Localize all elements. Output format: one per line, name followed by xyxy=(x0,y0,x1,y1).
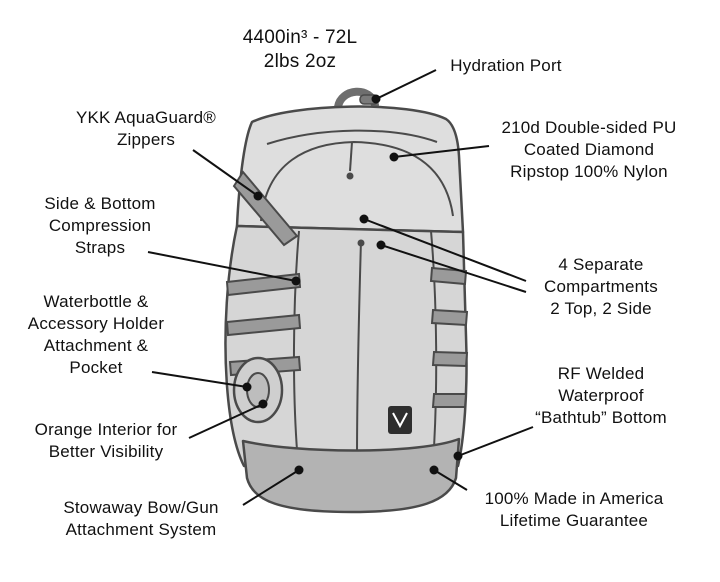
callout-compression-straps xyxy=(147,251,301,286)
label-orange-interior: Orange Interior for Better Visibility xyxy=(34,420,178,461)
label-compartments: 4 Separate Compartments 2 Top, 2 Side xyxy=(544,255,658,318)
strap-right-4 xyxy=(431,393,468,408)
strap-right-3 xyxy=(431,350,469,368)
center-zipper xyxy=(356,239,362,461)
logo-mark xyxy=(392,412,408,429)
label-bathtub-bottom: RF Welded Waterproof “Bathtub” Bottom xyxy=(535,364,667,427)
callout-bathtub-bottom xyxy=(453,426,534,461)
label-ykk-zippers: YKK AquaGuard® Zippers xyxy=(75,108,217,149)
backpack-illustration xyxy=(224,87,469,514)
left-panel-seam xyxy=(292,230,300,464)
callout-hydration-port xyxy=(371,69,437,104)
callout-fabric xyxy=(389,145,490,162)
label-compression-straps: Side & Bottom Compression Straps xyxy=(44,194,156,257)
capacity-weight-specs: 4400in³ - 72L 2lbs 2oz xyxy=(242,27,358,72)
label-fabric: 210d Double-sided PU Coated Diamond Rips… xyxy=(501,118,677,181)
center-zipper-pull xyxy=(357,239,365,247)
callout-lines xyxy=(147,69,534,506)
label-made-in-america: 100% Made in America Lifetime Guarantee xyxy=(484,489,664,530)
lid-zipper xyxy=(266,129,438,145)
callout-compartments xyxy=(359,214,527,293)
callout-waterbottle xyxy=(151,371,252,392)
lid-zipper-pull-end xyxy=(346,172,354,180)
right-panel-seam xyxy=(430,230,438,464)
strap-right-2 xyxy=(430,308,469,327)
callout-stowaway xyxy=(242,465,304,506)
label-hydration-port: Hydration Port xyxy=(450,56,562,75)
label-stowaway: Stowaway Bow/Gun Attachment System xyxy=(63,498,219,539)
callout-orange-interior xyxy=(188,399,268,439)
strap-left-2 xyxy=(225,313,302,337)
bathtub-bottom xyxy=(241,437,461,514)
lid-zipper-pull xyxy=(349,141,353,172)
logo-patch xyxy=(388,406,412,434)
compression-straps-right xyxy=(429,266,469,408)
callout-made-in-america xyxy=(429,465,468,491)
lid-pocket-seam xyxy=(260,140,454,222)
label-waterbottle: Waterbottle & Accessory Holder Attachmen… xyxy=(27,292,165,377)
callout-zippers xyxy=(192,149,263,201)
strap-right-1 xyxy=(429,266,468,286)
